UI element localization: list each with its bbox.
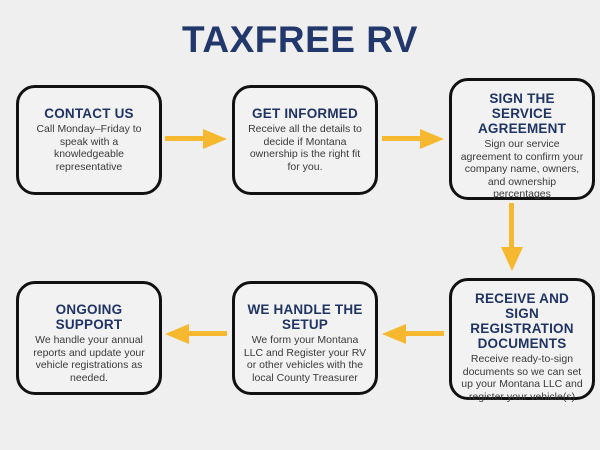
arrow-right-icon (382, 128, 444, 150)
step-body: Receive ready-to-sign documents so we ca… (461, 353, 583, 403)
step-box-ongoing-support[interactable]: ONGOING SUPPORT We handle your annual re… (16, 281, 162, 395)
step-box-sign-the-service-agreement[interactable]: SIGN THE SERVICE AGREEMENT Sign our serv… (449, 78, 595, 200)
step-box-get-informed[interactable]: GET INFORMED Receive all the details to … (232, 85, 378, 195)
arrow-left-icon (165, 323, 227, 345)
step-heading: SIGN THE SERVICE AGREEMENT (477, 91, 567, 136)
step-body: Receive all the details to decide if Mon… (248, 123, 362, 173)
step-body: Sign our service agreement to confirm yo… (460, 138, 584, 200)
step-box-receive-and-sign-registration-documents[interactable]: RECEIVE AND SIGN REGISTRATION DOCUMENTS … (449, 278, 595, 403)
step-heading: WE HANDLE THE SETUP (247, 302, 363, 332)
step-heading: ONGOING SUPPORT (55, 302, 123, 332)
arrow-down-icon (497, 203, 527, 271)
arrow-left-icon (382, 323, 444, 345)
step-body: We handle your annual reports and update… (33, 334, 145, 384)
arrow-right-icon (165, 128, 227, 150)
step-body: Call Monday–Friday to speak with a knowl… (36, 123, 142, 173)
page-title: TAXFREE RV (182, 19, 418, 60)
step-heading: RECEIVE AND SIGN REGISTRATION DOCUMENTS (470, 291, 574, 351)
step-heading: CONTACT US (44, 106, 134, 121)
step-box-contact-us[interactable]: CONTACT US Call Monday–Friday to speak w… (16, 85, 162, 195)
step-body: We form your Montana LLC and Register yo… (243, 334, 367, 384)
step-box-we-handle-the-setup[interactable]: WE HANDLE THE SETUP We form your Montana… (232, 281, 378, 395)
step-heading: GET INFORMED (252, 106, 358, 121)
